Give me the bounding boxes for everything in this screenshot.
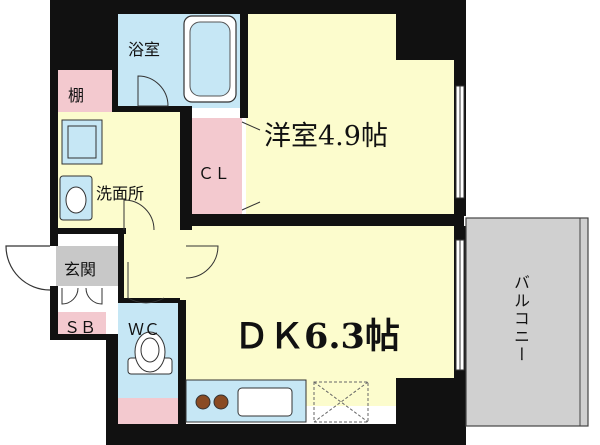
stove-burner-left <box>195 394 211 410</box>
label-bath: 浴室 <box>128 40 161 59</box>
wash-basin-bowl <box>65 186 87 214</box>
wall-left <box>50 70 58 246</box>
balcony-rail <box>465 217 589 427</box>
label-closet: ＣＬ <box>198 164 231 183</box>
closet-door-swing <box>241 121 261 211</box>
entrance <box>56 246 118 286</box>
label-toilet: ＷＣ <box>128 320 161 339</box>
wc-door-swing <box>127 262 165 304</box>
entrance-door-swing <box>5 245 51 291</box>
label-western-room: 洋室4.9帖 <box>264 121 388 152</box>
label-washroom: 洗面所 <box>96 184 145 203</box>
wall-top <box>50 0 464 14</box>
label-entrance: 玄関 <box>64 260 97 279</box>
wall-washroom-bottom <box>56 228 126 234</box>
label-dining-kitchen: ＤＫ6.3帖 <box>234 316 400 357</box>
wall-left-lower <box>106 336 118 445</box>
wall-bath-left <box>112 0 118 112</box>
closet <box>192 118 242 214</box>
shoe-box <box>56 312 106 336</box>
wall-sb-bottom <box>50 334 118 340</box>
wall-entrance-right <box>118 232 124 302</box>
washing-machine-inner <box>67 125 97 159</box>
label-balcony: バルコニー <box>511 274 530 364</box>
toilet-bowl <box>134 331 166 373</box>
kitchen-sink <box>237 387 293 417</box>
bathtub-basin <box>189 21 231 97</box>
wall-closet-left <box>180 106 192 230</box>
wall-bath-right <box>240 0 248 118</box>
wall-left-sb <box>50 286 58 336</box>
bath-door-swing <box>137 75 169 107</box>
wall-wc-right <box>178 300 186 424</box>
balcony <box>466 218 588 426</box>
dining-kitchen <box>180 226 454 406</box>
wall-bath-bottom <box>112 106 182 112</box>
wall-top-right-block <box>396 0 464 60</box>
wall-wc-top <box>118 298 180 303</box>
toilet-floor-strip <box>118 398 180 424</box>
refrigerator-space-cross <box>313 381 369 423</box>
label-shoe-box: ＳＢ <box>64 318 97 337</box>
wall-bottom <box>112 424 466 445</box>
hallway <box>120 230 180 302</box>
refrigerator-space <box>313 381 369 423</box>
toilet-bowl-inner <box>140 337 160 363</box>
dk-door-swing <box>185 245 219 279</box>
label-shelf: 棚 <box>68 86 85 105</box>
wall-bottom-right-block <box>396 378 466 445</box>
shoe-box-door-swing <box>61 287 103 305</box>
washroom-door-swing <box>123 199 155 231</box>
wall-mid-horizontal <box>180 214 464 226</box>
washing-machine-pan <box>61 119 103 165</box>
shelf <box>56 70 114 112</box>
stove-burner-right <box>213 394 229 410</box>
